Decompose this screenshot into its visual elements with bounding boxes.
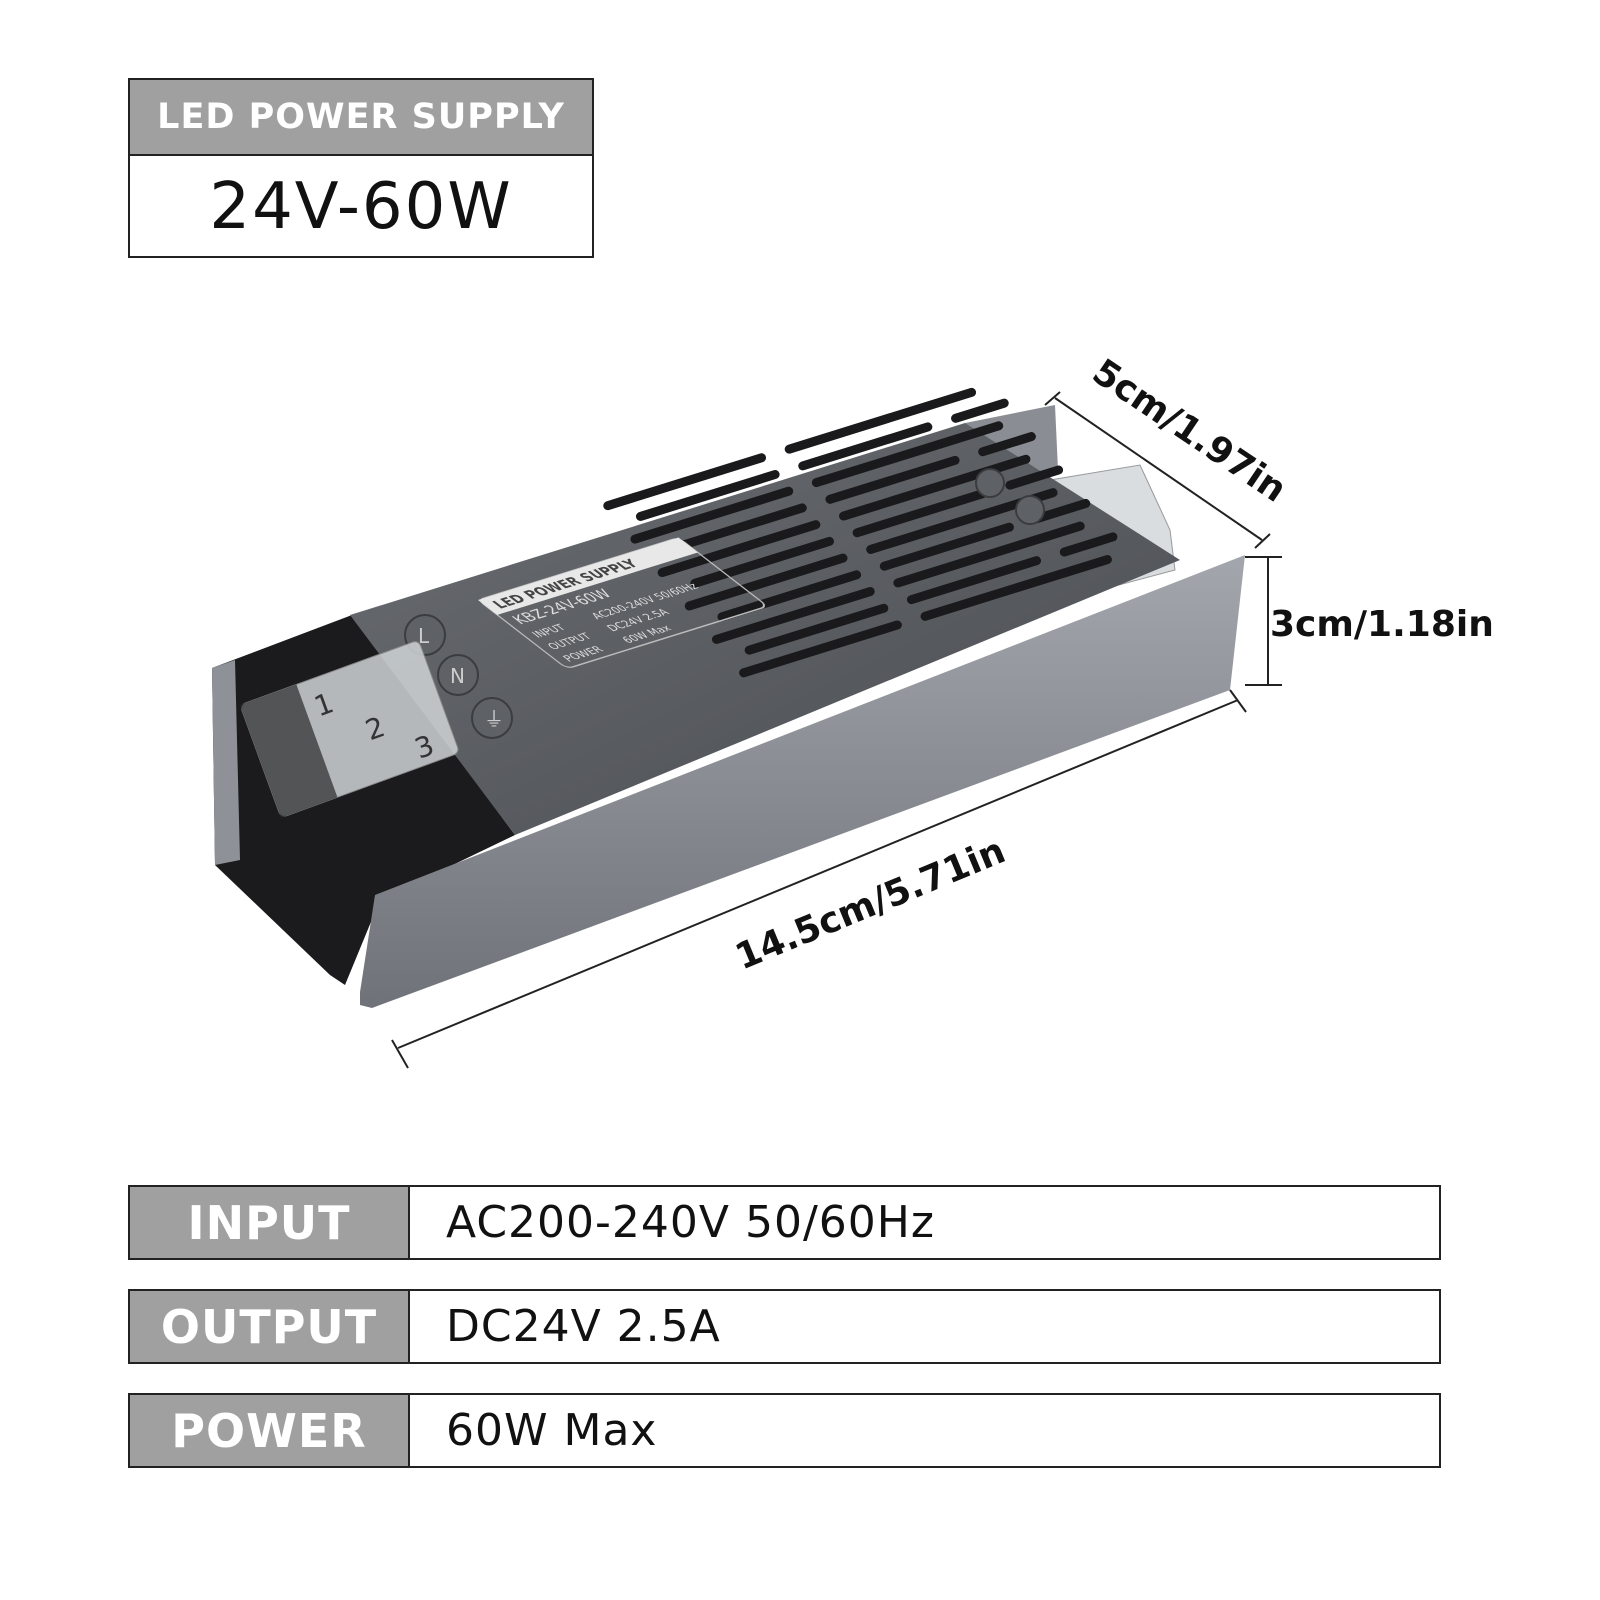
vent-slot: [825, 455, 960, 504]
front-panel: [360, 555, 1245, 1008]
vent-slot: [951, 398, 1009, 423]
spec-label: OUTPUT: [130, 1291, 410, 1362]
product-title-box: LED POWER SUPPLY 24V-60W: [128, 78, 594, 258]
vent-slot: [906, 556, 1042, 605]
left-terminal-block: 1 2 3: [240, 641, 459, 818]
spec-value: AC200-240V 50/60Hz: [446, 1197, 935, 1248]
vent-slot: [744, 603, 889, 655]
mark-l: L: [418, 624, 430, 648]
vent-slot: [920, 555, 1112, 621]
vent-slot: [978, 432, 1036, 457]
vent-slot: [852, 489, 987, 538]
vent-slot: [630, 486, 794, 544]
vent-slot: [893, 521, 1085, 588]
vent-slot: [1059, 532, 1118, 557]
spec-label: POWER: [130, 1395, 410, 1466]
vent-slot: [784, 387, 977, 454]
mark-earth: ⏚: [484, 707, 504, 731]
vent-slots: [603, 387, 1118, 678]
spec-row-output: OUTPUT DC24V 2.5A: [128, 1289, 1441, 1364]
spec-row-power: POWER 60W Max: [128, 1393, 1441, 1468]
terminal-marks: [404, 468, 1045, 739]
spec-label: INPUT: [130, 1187, 410, 1258]
product-category: LED POWER SUPPLY: [130, 80, 592, 156]
mark-n: N: [450, 664, 465, 688]
vent-slot: [603, 453, 767, 511]
spec-value: 60W Max: [446, 1405, 658, 1456]
product-model: 24V-60W: [209, 170, 513, 244]
vent-slot: [657, 520, 821, 578]
vent-slot: [811, 421, 1004, 488]
vent-slot: [663, 503, 807, 555]
vent-slot: [711, 587, 875, 644]
left-end-wall: [212, 660, 240, 865]
vent-slot: [717, 570, 862, 622]
spec-value: DC24V 2.5A: [446, 1301, 721, 1352]
vent-slot: [635, 470, 780, 521]
vent-slot: [879, 522, 1014, 571]
height-dimension: 3cm/1.18in: [1270, 604, 1494, 645]
dimension-lines: [391, 391, 1282, 1069]
vent-slot: [1032, 498, 1091, 524]
vent-slot: [866, 488, 1058, 554]
vent-slot: [798, 422, 933, 471]
spec-row-input: INPUT AC200-240V 50/60Hz: [128, 1185, 1441, 1260]
vent-slot: [684, 553, 848, 611]
vent-slot: [739, 620, 902, 678]
vent-slot: [1005, 465, 1064, 490]
